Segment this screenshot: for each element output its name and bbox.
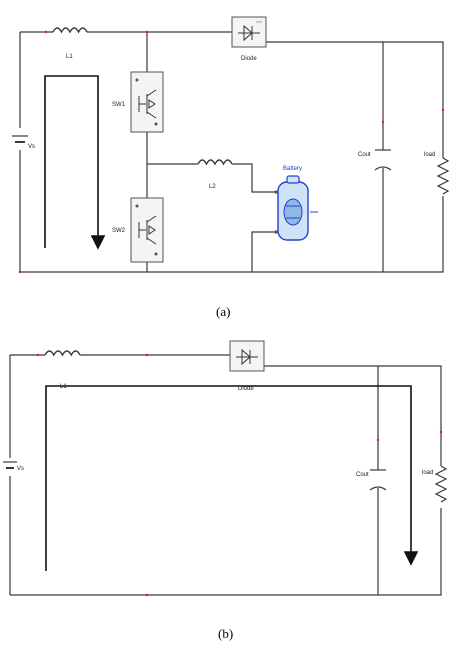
l1-label-a: L1: [66, 54, 73, 60]
load-label-b: load: [422, 470, 433, 476]
l2-inductor-a: [197, 159, 233, 166]
cout-capacitor-a: [374, 120, 392, 171]
wire-top-right-b: [264, 365, 442, 466]
load-resistor-a: [436, 108, 450, 195]
vs-source-a: [12, 135, 28, 143]
vs-source-b: [3, 461, 17, 469]
node-markers-a: [18, 30, 149, 274]
vs-label-b: Vs: [17, 466, 24, 472]
wire-bottom: [20, 196, 444, 273]
wire-bottom-b: [10, 508, 442, 596]
l1-inductor-a: [52, 27, 88, 34]
cout-label-a: Cout: [358, 152, 371, 158]
battery-label-a: Battery: [283, 166, 302, 172]
l1-label-b: L1: [60, 384, 67, 390]
battery-a: [274, 175, 318, 241]
cout-capacitor-b: [369, 438, 387, 491]
wire-to-l2: [147, 163, 275, 193]
figure-a: [19, 31, 444, 273]
wire-battery-neg: [251, 231, 275, 272]
wire-top-right: [266, 41, 444, 158]
diode-a: [231, 16, 267, 48]
diode-label-b: Diode: [238, 386, 254, 392]
load-resistor-b: [434, 430, 448, 503]
l1-inductor-b: [44, 350, 81, 357]
sw2-switch-a: [130, 197, 164, 263]
figure-b: [9, 354, 442, 596]
load-label-a: load: [424, 152, 435, 158]
figure-b-caption: (b): [218, 626, 234, 641]
cout-label-b: Cout: [356, 472, 369, 478]
sw1-switch-a: [130, 71, 164, 133]
current-path-arrow-a: [44, 75, 106, 250]
diode-label-a: Diode: [241, 56, 257, 62]
sw2-label-a: SW2: [112, 228, 126, 234]
figure-a-caption: (a): [216, 304, 231, 319]
node-markers-b: [36, 353, 149, 597]
current-path-arrow-b: [45, 385, 419, 571]
l2-label-a: L2: [209, 184, 216, 190]
sw1-label-a: SW1: [112, 102, 126, 108]
vs-label-a: Vs: [28, 144, 35, 150]
diode-b: [229, 340, 265, 372]
